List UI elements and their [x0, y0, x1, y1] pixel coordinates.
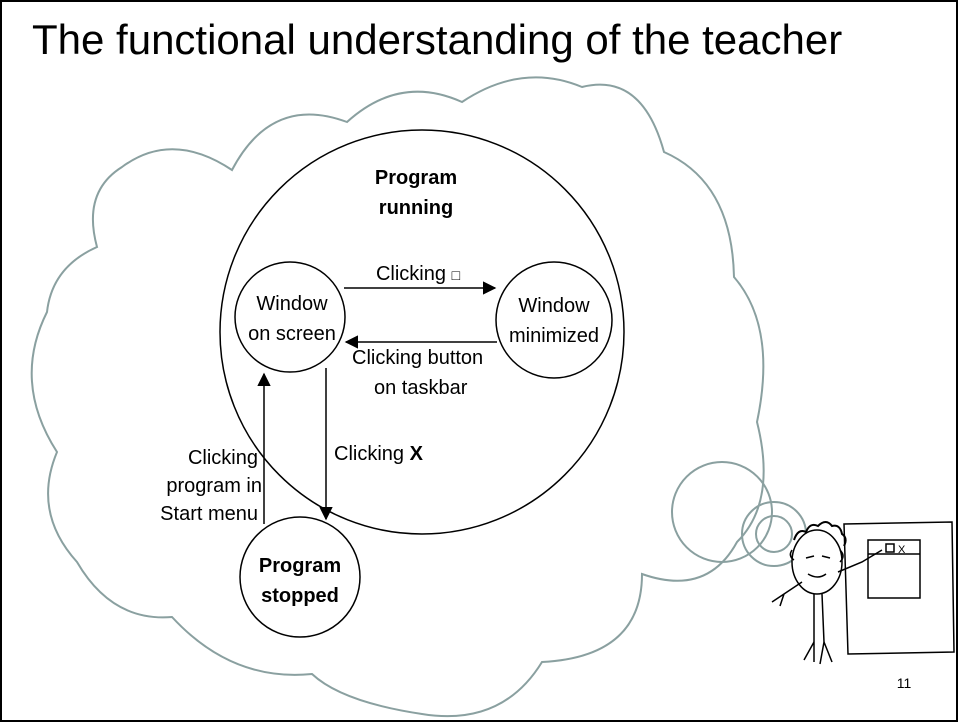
- slide-title: The functional understanding of the teac…: [32, 16, 843, 63]
- transition-minimize-label: Clicking □: [376, 263, 461, 285]
- state-window-minimized-label-1: Window: [518, 295, 590, 317]
- thought-bubble-small: [755, 515, 793, 553]
- thought-cloud: [30, 76, 765, 718]
- state-window-on-screen: [234, 261, 346, 373]
- transition-restore-label-1: Clicking button: [352, 347, 483, 369]
- state-window-on-screen-label-2: on screen: [248, 323, 336, 345]
- transition-close-label: Clicking X: [334, 443, 424, 465]
- page-number: 11: [897, 675, 912, 691]
- state-program-stopped: [239, 516, 361, 638]
- window-sketch: [843, 521, 955, 655]
- state-program-running-label-2: running: [379, 197, 453, 219]
- state-program-running: [219, 129, 625, 535]
- teacher-figure: [771, 521, 883, 665]
- transition-start-label-2: program in: [166, 475, 262, 497]
- transition-start-label-1: Clicking: [188, 447, 258, 469]
- thought-bubble-large: [671, 461, 773, 563]
- transition-restore-label-2: on taskbar: [374, 377, 468, 399]
- state-program-running-label-1: Program: [375, 167, 457, 189]
- transition-start-label-3: Start menu: [160, 503, 258, 525]
- state-window-on-screen-label-1: Window: [256, 293, 328, 315]
- window-sketch-close-mark: X: [898, 544, 906, 556]
- state-window-minimized-label-2: minimized: [509, 325, 599, 347]
- state-window-minimized: [495, 261, 613, 379]
- state-program-stopped-label-2: stopped: [261, 585, 339, 607]
- state-program-stopped-label-1: Program: [259, 555, 341, 577]
